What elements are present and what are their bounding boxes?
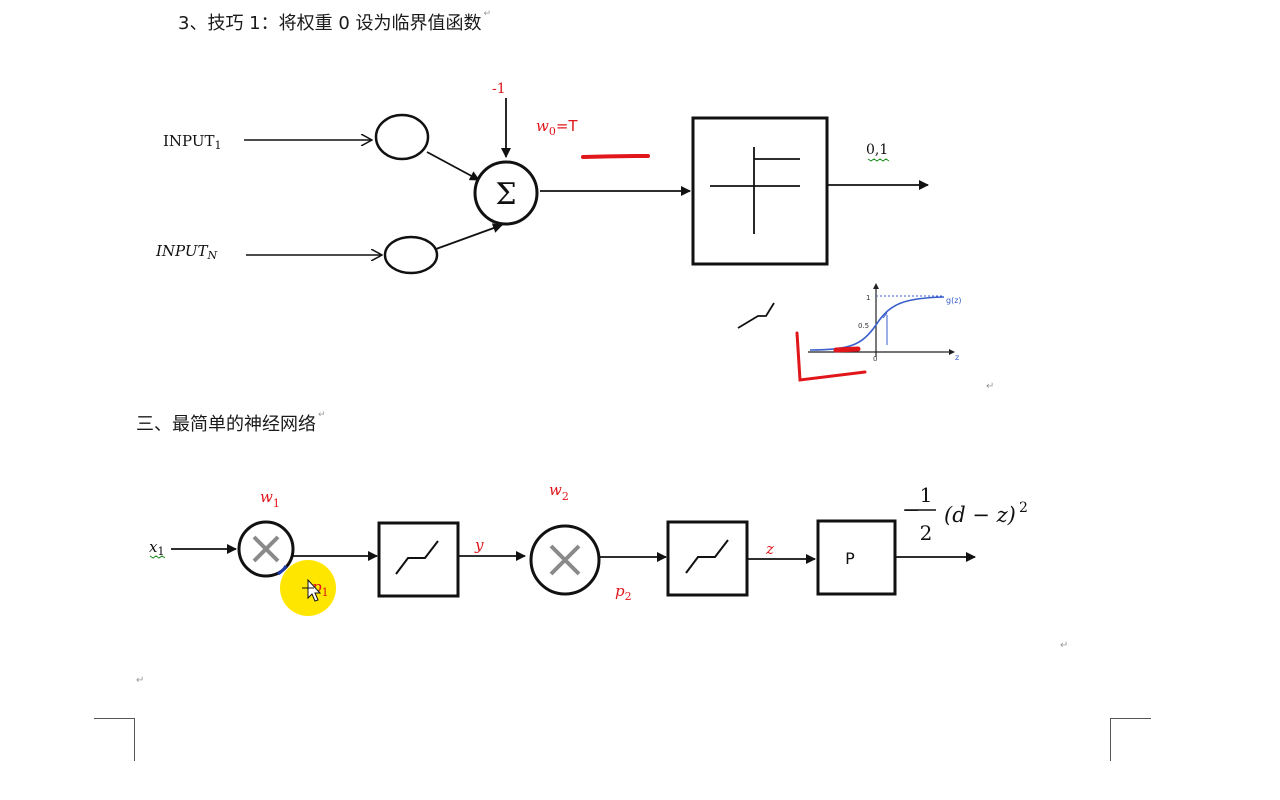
svg-text:1: 1 <box>866 294 870 302</box>
svg-text:z: z <box>955 353 959 362</box>
svg-text:1: 1 <box>920 483 933 507</box>
activation-box-2 <box>666 520 749 597</box>
p1-label: p1 <box>312 578 329 599</box>
bias-label: -1 <box>492 81 506 97</box>
output-label: 0,1 <box>866 142 888 158</box>
paragraph-mark: ↵ <box>136 675 145 686</box>
sigmoid-sketch: 1 0.5 0 g(z) z <box>795 283 962 382</box>
svg-text:2: 2 <box>920 521 933 545</box>
x1-label: x1 <box>149 538 164 558</box>
y-label: y <box>474 536 484 554</box>
p-box-label: P <box>845 549 855 568</box>
p2-label: p2 <box>615 582 632 603</box>
input-1-weight-node <box>374 113 430 161</box>
simple-network-diagram: x1 w1 p1 y w2 p2 <box>149 481 1028 616</box>
page-corner-right <box>1110 718 1151 761</box>
performance-formula: − 1 2 (d − z) 2 <box>902 483 1028 545</box>
threshold-function-box <box>691 116 829 266</box>
svg-text:2: 2 <box>1019 500 1028 516</box>
svg-text:g(z): g(z) <box>946 296 962 305</box>
svg-text:−: − <box>902 498 920 523</box>
sum-symbol: Σ <box>495 177 516 212</box>
paragraph-mark: ↵ <box>986 381 995 392</box>
activation-box-1 <box>377 521 460 598</box>
svg-text:(d − z): (d − z) <box>944 503 1016 527</box>
heading-trick1: 3、技巧 1：将权重 0 设为临界值函数↵ <box>178 9 492 34</box>
handdrawn-ramp <box>737 302 775 329</box>
page-corner-left <box>94 718 135 761</box>
w1-label: w1 <box>260 488 280 510</box>
sum-node <box>473 160 539 226</box>
w2-label: w2 <box>549 481 569 503</box>
mouse-cursor-icon <box>302 578 322 602</box>
svg-text:0: 0 <box>873 355 877 363</box>
input-n-label: INPUTN <box>155 242 218 262</box>
heading-section3: 三、最简单的神经网络↵ <box>136 410 326 435</box>
svg-text:0.5: 0.5 <box>858 322 869 330</box>
spellcheck-squiggle <box>867 158 890 162</box>
perceptron-diagram: INPUT1 INPUTN -1 Σ w0=T 0,1 <box>155 81 962 382</box>
input-1-label: INPUT1 <box>163 132 222 152</box>
node1-to-sum <box>426 151 480 181</box>
performance-box <box>816 519 897 596</box>
red-underline-stroke <box>581 154 650 159</box>
input-n-weight-node <box>383 235 439 275</box>
noden-to-sum <box>435 223 503 250</box>
paragraph-mark: ↵ <box>1060 640 1069 651</box>
w0-label: w0=T <box>536 117 578 138</box>
z-label: z <box>765 540 774 558</box>
